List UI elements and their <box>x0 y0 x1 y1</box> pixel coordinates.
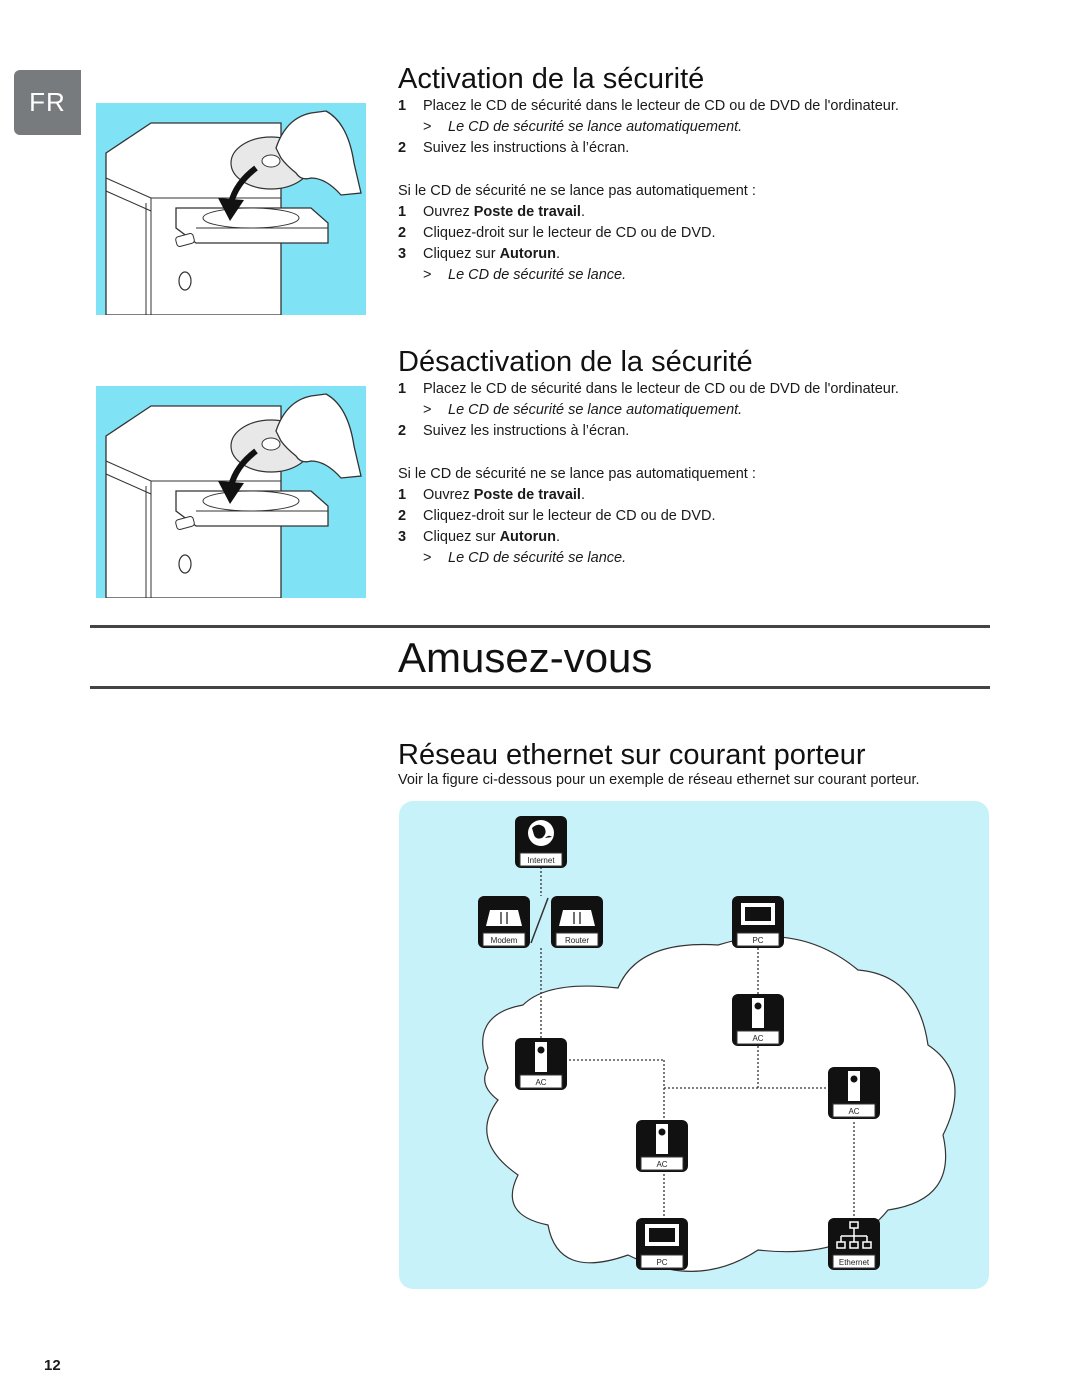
ac-adapter-center-icon: AC <box>732 994 784 1046</box>
ac-center-label: AC <box>752 1034 763 1043</box>
pc-bottom-label: PC <box>656 1258 667 1267</box>
fallback-intro: Si le CD de sécurité ne se lance pas aut… <box>398 465 756 482</box>
step-1-result: >Le CD de sécurité se lance automatiquem… <box>423 402 743 419</box>
internet-icon: Internet <box>515 816 567 868</box>
router-label: Router <box>565 936 589 945</box>
cd-insert-illustration-deactivation <box>96 386 366 598</box>
powerline-cloud <box>482 936 956 1272</box>
ac-adapter-right-icon: AC <box>828 1067 880 1119</box>
ac-adapter-left-icon: AC <box>515 1038 567 1090</box>
alt-step-3-result: >Le CD de sécurité se lance. <box>423 550 627 567</box>
modem-label: Modem <box>491 936 518 945</box>
ac-adapter-bottom-icon: AC <box>636 1120 688 1172</box>
alt-step-3-result: >Le CD de sécurité se lance. <box>423 267 627 284</box>
network-intro: Voir la figure ci-dessous pour un exempl… <box>398 772 920 788</box>
fallback-intro: Si le CD de sécurité ne se lance pas aut… <box>398 182 756 199</box>
step-1-result: >Le CD de sécurité se lance automatiquem… <box>423 119 743 136</box>
pc-bottom-icon: PC <box>636 1218 688 1270</box>
modem-icon: Modem <box>478 896 530 948</box>
language-tab: FR <box>14 70 81 135</box>
activation-title: Activation de la sécurité <box>398 63 705 95</box>
top-divider <box>90 625 990 628</box>
router-icon: Router <box>551 896 603 948</box>
internet-label: Internet <box>527 856 555 865</box>
ethernet-label: Ethernet <box>839 1258 870 1267</box>
ethernet-icon: Ethernet <box>828 1218 880 1270</box>
language-tab-label: FR <box>29 87 66 117</box>
pc-top-label: PC <box>752 936 763 945</box>
ac-right-label: AC <box>848 1107 859 1116</box>
deactivation-title: Désactivation de la sécurité <box>398 346 753 378</box>
network-diagram: Internet Modem Router PC <box>398 800 990 1290</box>
network-title: Réseau ethernet sur courant porteur <box>398 739 866 771</box>
bottom-divider <box>90 686 990 689</box>
ac-left-label: AC <box>535 1078 546 1087</box>
ac-bottom-label: AC <box>656 1160 667 1169</box>
fun-title: Amusez-vous <box>398 634 653 681</box>
page-number: 12 <box>44 1357 61 1374</box>
pc-top-icon: PC <box>732 896 784 948</box>
cd-insert-illustration-activation <box>96 103 366 315</box>
